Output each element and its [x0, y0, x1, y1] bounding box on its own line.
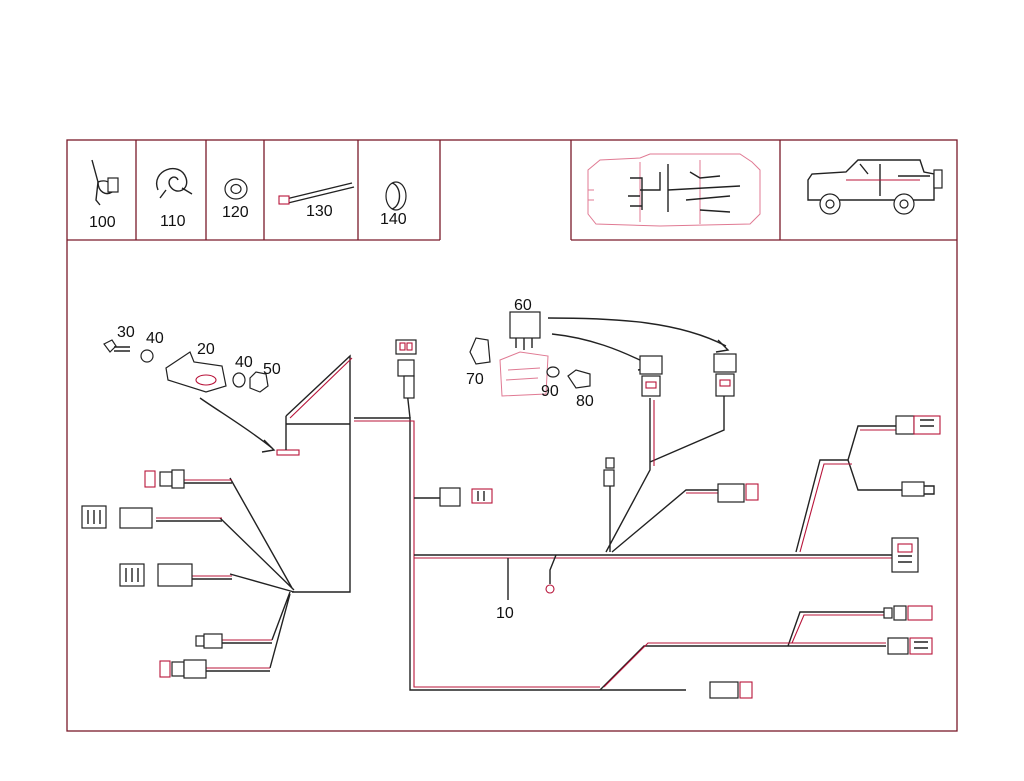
connector-left-2	[81, 505, 153, 529]
connector-relay-socket-1	[639, 355, 663, 397]
connector-right-top	[895, 415, 941, 435]
part-number-100: 100	[89, 214, 116, 231]
connector-left-3	[119, 563, 193, 587]
vehicle-side-view-icon	[807, 159, 943, 215]
relay-assembly	[469, 311, 730, 397]
connector-right-end	[891, 537, 919, 573]
callout-40-right: 40	[235, 354, 253, 371]
callout-30: 30	[117, 324, 135, 341]
callout-60: 60	[514, 297, 532, 314]
callout-20: 20	[197, 341, 215, 358]
part-number-120: 120	[222, 204, 249, 221]
callout-90: 90	[541, 383, 559, 400]
cable-tie-icon	[278, 182, 355, 205]
part-number-140: 140	[380, 211, 407, 228]
callout-80: 80	[576, 393, 594, 410]
vehicle-location-overview	[587, 153, 761, 227]
part-number-110: 110	[160, 213, 186, 230]
clip-fastener-icon	[91, 159, 119, 206]
sleeve-ring-icon	[385, 181, 407, 211]
connector-top-plug	[395, 339, 417, 399]
callout-50: 50	[263, 361, 281, 378]
connector-mid-box	[439, 487, 493, 507]
connector-bottom	[709, 681, 753, 699]
callout-70: 70	[466, 371, 484, 388]
bracket-assembly	[103, 339, 300, 456]
connector-left-4	[195, 633, 223, 649]
connector-lower-right-2	[887, 637, 933, 655]
grommet-icon	[224, 178, 248, 200]
main-wiring-harness	[156, 354, 902, 691]
connector-left-1	[144, 469, 185, 489]
cable-clamp-icon	[155, 167, 193, 199]
connector-relay-socket-2	[713, 353, 737, 397]
diagram-frame	[66, 139, 958, 732]
part-number-130: 130	[306, 203, 333, 220]
connector-lower-right-1	[883, 605, 933, 621]
connector-ground-eyelet	[545, 584, 555, 594]
connector-right-mid	[717, 483, 759, 503]
callout-40-left: 40	[146, 330, 164, 347]
connector-small-pin	[603, 457, 615, 487]
callout-10: 10	[496, 605, 514, 622]
connector-left-5	[159, 659, 207, 679]
connector-right-small	[901, 481, 935, 497]
